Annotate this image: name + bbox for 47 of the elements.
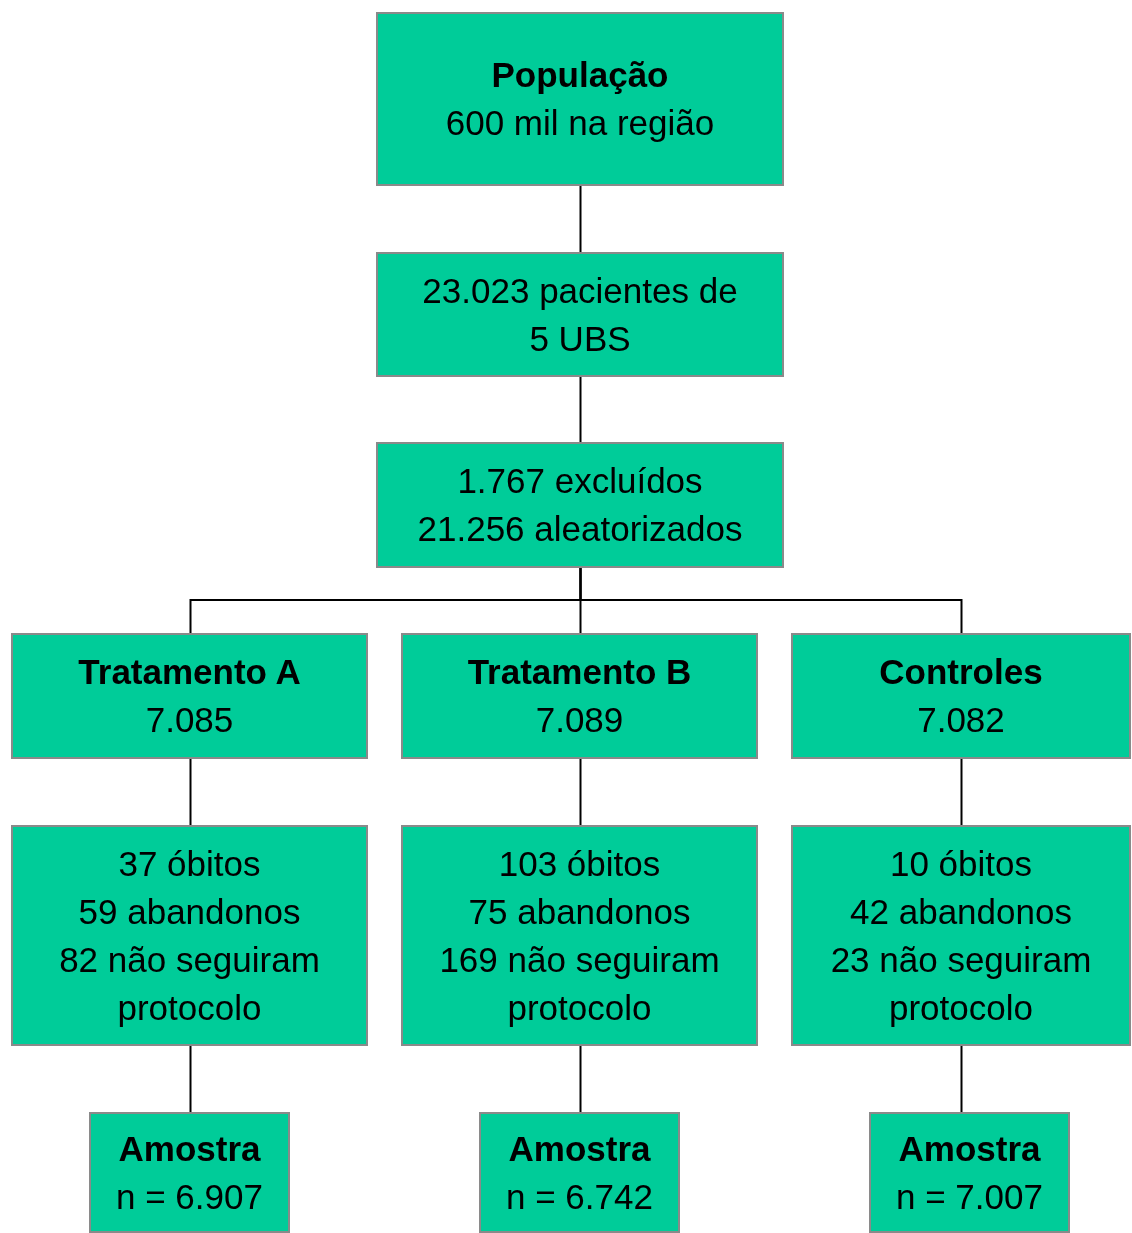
box-text: n = 6.742 <box>506 1175 653 1218</box>
process-box <box>791 633 1131 759</box>
box-text: 75 abandonos <box>468 890 691 933</box>
box-heading: Tratamento A <box>78 651 301 693</box>
box-text: 23 não seguiram protocolo <box>829 938 1093 1029</box>
process-box <box>11 633 368 759</box>
connector-line <box>579 567 963 634</box>
process-box <box>869 1112 1070 1233</box>
connector-line <box>579 758 582 826</box>
box-text: 59 abandonos <box>78 890 301 933</box>
process-box <box>89 1112 290 1233</box>
box-heading: Amostra <box>508 1127 651 1170</box>
box-heading: Tratamento B <box>467 651 692 693</box>
box-text: 169 não seguiram protocolo <box>438 938 721 1029</box>
box-text: 42 abandonos <box>850 890 1072 933</box>
connector-line <box>579 1045 582 1113</box>
box-text: 600 mil na região <box>445 102 715 144</box>
box-heading: Amostra <box>118 1127 261 1170</box>
box-text: n = 7.007 <box>896 1175 1043 1218</box>
process-box <box>11 825 368 1046</box>
box-text: 103 óbitos <box>498 842 661 885</box>
process-box <box>376 12 784 186</box>
process-box <box>376 252 784 377</box>
box-heading: Controles <box>879 651 1043 693</box>
connector-line <box>579 376 582 443</box>
box-text: 10 óbitos <box>889 842 1033 885</box>
box-text: 7.085 <box>145 699 234 741</box>
box-text: 82 não seguiram protocolo <box>58 938 321 1029</box>
box-heading: Amostra <box>898 1127 1041 1170</box>
connector-line <box>189 758 192 826</box>
process-box <box>791 825 1131 1046</box>
box-text: 7.089 <box>535 699 624 741</box>
process-box <box>401 825 758 1046</box>
box-text: 21.256 aleatorizados <box>417 508 743 550</box>
box-text: 7.082 <box>917 699 1005 741</box>
box-text: 37 óbitos <box>118 842 261 885</box>
connector-line <box>579 185 582 253</box>
box-text: n = 6.907 <box>116 1175 263 1218</box>
box-text: 23.023 pacientes de 5 UBS <box>421 269 739 360</box>
connector-line <box>960 1045 963 1113</box>
connector-line <box>960 758 963 826</box>
box-text: 1.767 excluídos <box>457 460 703 502</box>
process-box <box>479 1112 680 1233</box>
box-heading: População <box>491 54 669 96</box>
process-box <box>401 633 758 759</box>
connector-line <box>189 1045 192 1113</box>
process-box <box>376 442 784 568</box>
